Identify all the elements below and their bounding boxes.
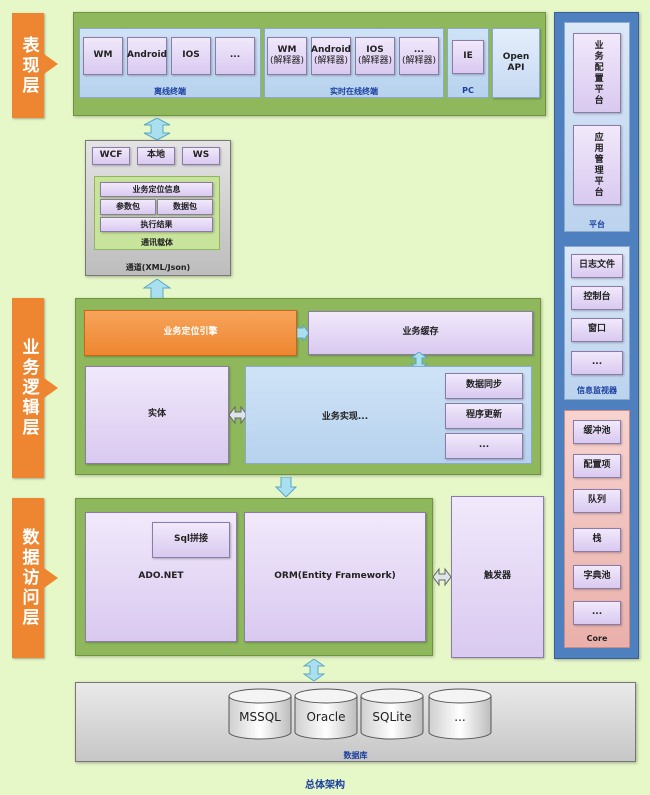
arrow-locator-cache-icon	[297, 325, 309, 341]
impl-item-sync: 数据同步	[445, 373, 523, 399]
protocol-ws: WS	[182, 147, 220, 165]
layer-label-presentation: 表现层	[12, 13, 44, 118]
pc-caption: PC	[462, 86, 474, 95]
core-item-queue: 队列	[573, 489, 621, 513]
open-api-box: Open API	[492, 28, 540, 98]
carrier-params: 参数包	[100, 199, 156, 215]
core-item-more: ...	[573, 601, 621, 625]
arrow-entity-impl-icon	[229, 405, 247, 425]
locator-engine-box: 业务定位引擎	[84, 310, 297, 356]
arrow-cache-impl-icon	[410, 352, 428, 370]
carrier-data: 数据包	[157, 199, 213, 215]
core-caption: Core	[586, 634, 608, 643]
realtime-caption: 实时在线终端	[330, 87, 378, 96]
db-sqlite-label: SQLite	[372, 710, 411, 724]
entity-box: 实体	[85, 366, 229, 464]
monitor-item-more: ...	[571, 351, 623, 375]
realtime-item-more: ...(解释器)	[399, 37, 439, 75]
realtime-item-ios: IOS(解释器)	[355, 37, 395, 75]
monitor-item-log: 日志文件	[571, 254, 623, 278]
offline-item-ios: IOS	[171, 37, 211, 75]
layer-arrow-data-access-icon	[44, 568, 58, 588]
protocol-wcf: WCF	[92, 147, 130, 165]
platform-item-business-config: 业务配置平台	[573, 33, 621, 113]
db-mssql-label: MSSQL	[239, 710, 281, 724]
layer-label-data-access-text: 数据访问层	[18, 528, 39, 628]
sql-box: Sql拼接	[152, 522, 230, 558]
protocol-local: 本地	[137, 147, 175, 165]
channel-caption: 通道(XML/Json)	[125, 263, 191, 272]
trigger-box: 触发器	[451, 496, 544, 658]
double-arrow-presentation-channel-icon	[143, 118, 171, 140]
footer-title: 总体架构	[305, 780, 345, 791]
carrier-row-location: 业务定位信息	[100, 182, 213, 197]
offline-item-android: Android	[127, 37, 167, 75]
monitor-caption: 信息监视器	[577, 386, 617, 395]
core-item-dictionary-pool: 字典池	[573, 565, 621, 589]
layer-label-business: 业务逻辑层	[12, 298, 44, 478]
implementation-label: 业务实现...	[321, 412, 369, 422]
db-mssql-icon: MSSQL	[228, 688, 292, 740]
offline-item-wm: WM	[83, 37, 123, 75]
db-oracle-label: Oracle	[306, 710, 345, 724]
carrier-row-result: 执行结果	[100, 217, 213, 232]
cache-box: 业务缓存	[308, 311, 533, 355]
core-item-config: 配置项	[573, 454, 621, 478]
layer-label-data-access: 数据访问层	[12, 498, 44, 658]
platform-caption: 平台	[589, 220, 605, 229]
double-arrow-data-db-icon	[303, 659, 325, 681]
arrow-orm-trigger-icon	[433, 567, 451, 587]
layer-label-business-text: 业务逻辑层	[18, 338, 39, 438]
monitor-item-console: 控制台	[571, 286, 623, 310]
offline-caption: 离线终端	[154, 87, 186, 96]
monitor-item-window: 窗口	[571, 318, 623, 342]
orm-box: ORM(Entity Framework)	[244, 512, 426, 642]
layer-label-presentation-text: 表现层	[18, 35, 39, 96]
platform-item-app-management: 应用管理平台	[573, 125, 621, 205]
database-caption: 数据库	[343, 751, 368, 760]
offline-item-more: ...	[215, 37, 255, 75]
realtime-item-wm: WM(解释器)	[267, 37, 307, 75]
impl-item-update: 程序更新	[445, 403, 523, 429]
core-item-buffer-pool: 缓冲池	[573, 420, 621, 444]
impl-item-more: ...	[445, 433, 523, 459]
db-more-icon: ...	[428, 688, 492, 740]
db-oracle-icon: Oracle	[294, 688, 358, 740]
pc-item-ie: IE	[452, 40, 484, 74]
layer-arrow-presentation-icon	[44, 54, 58, 74]
layer-arrow-business-icon	[44, 378, 58, 398]
core-item-stack: 栈	[573, 528, 621, 552]
realtime-item-android: Android(解释器)	[311, 37, 351, 75]
db-sqlite-icon: SQLite	[360, 688, 424, 740]
database-cylinders: MSSQL Oracle SQLite ...	[228, 688, 492, 740]
carrier-caption: 通讯载体	[141, 238, 173, 247]
db-more-label: ...	[454, 710, 465, 724]
arrow-business-data-icon	[275, 477, 297, 497]
